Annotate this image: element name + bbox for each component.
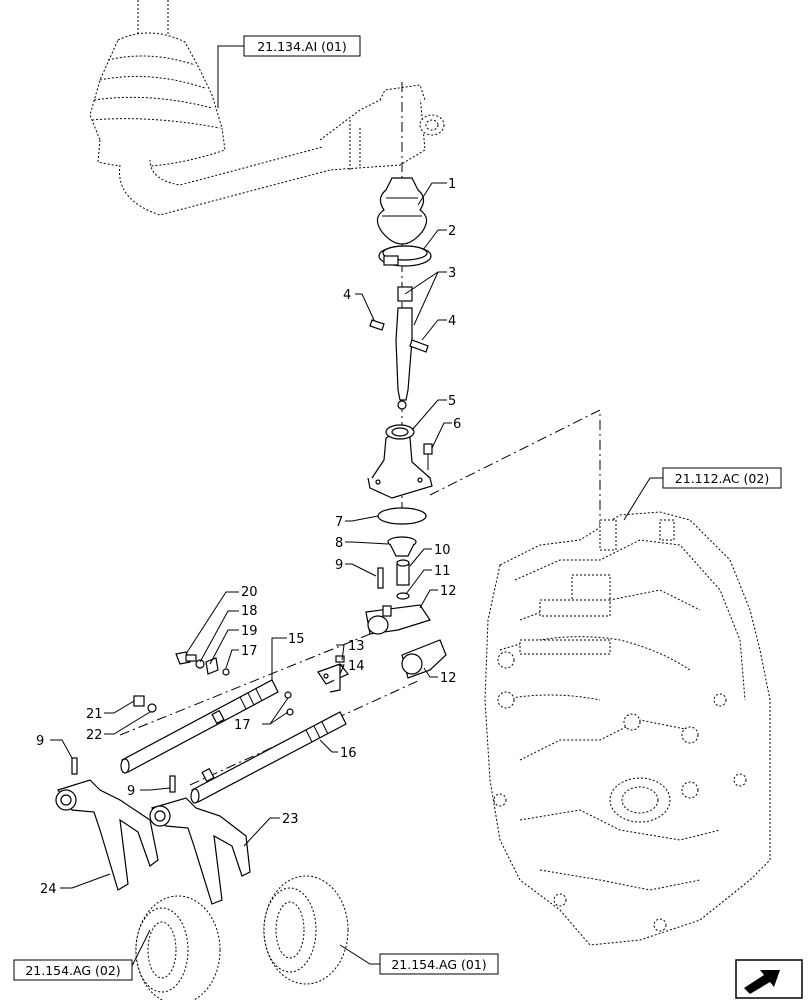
callout-9a: 9: [335, 558, 343, 573]
callout-12a: 12: [440, 584, 457, 599]
part-5-tower: [367, 424, 433, 499]
callout-19: 19: [241, 624, 258, 639]
callout-21: 21: [86, 707, 103, 722]
callout-3: 3: [448, 266, 456, 281]
callout-10: 10: [434, 543, 451, 558]
callout-6: 6: [453, 417, 461, 432]
ref-label-sync-right: 21.154.AG (01): [391, 957, 486, 972]
callout-2: 2: [448, 224, 456, 239]
callout-23: 23: [282, 812, 299, 827]
part-17-ball-b: [286, 708, 294, 716]
callout-9b: 9: [36, 734, 44, 749]
callout-18: 18: [241, 604, 258, 619]
ref-label-sync-left: 21.154.AG (02): [25, 963, 120, 978]
part-15-shift-rail: [120, 679, 279, 774]
ref-box-housing[interactable]: 21.112.AC (02): [662, 467, 782, 489]
gear-lever-assembly-ghost: [89, 0, 445, 216]
ref-label-lever: 21.134.AI (01): [257, 39, 347, 54]
callout-8: 8: [335, 536, 343, 551]
callout-4a: 4: [343, 288, 351, 303]
part-24-shift-fork: [55, 779, 159, 891]
part-1-boot: [376, 177, 428, 245]
part-9-pin-left: [71, 757, 78, 775]
callout-22: 22: [86, 728, 103, 743]
part-23-shift-fork: [149, 797, 251, 905]
ref-box-sync-left[interactable]: 21.154.AG (02): [13, 959, 133, 981]
parts-21-22-fasteners: [133, 695, 157, 713]
callout-labels: 1 2 3 4 4 5 6 7 8 9 10 11 12 12 13 14 15…: [36, 177, 461, 897]
part-3-lever-shaft: [369, 286, 429, 410]
callout-11: 11: [434, 564, 451, 579]
callout-20: 20: [241, 585, 258, 600]
part-13-14-bracket: [317, 655, 349, 693]
callout-17a: 17: [241, 644, 258, 659]
arrow-out-icon[interactable]: [735, 959, 803, 999]
callout-7: 7: [335, 515, 343, 530]
callout-12b: 12: [440, 671, 457, 686]
callout-9c: 9: [127, 784, 135, 799]
ref-box-lever[interactable]: 21.134.AI (01): [243, 35, 361, 57]
callout-1: 1: [448, 177, 456, 192]
ref-box-sync-right[interactable]: 21.154.AG (01): [379, 953, 499, 975]
callout-17b: 17: [234, 718, 251, 733]
part-11-snap-ring: [396, 592, 410, 600]
part-12-selector-upper: [365, 604, 431, 635]
parts-20-17-fasteners: [175, 651, 230, 676]
transmission-housing-ghost: [484, 511, 771, 946]
part-8-spring-cone: [387, 536, 417, 557]
callout-15: 15: [288, 632, 305, 647]
part-9-pin-right: [169, 775, 176, 793]
part-17-ball-a: [284, 691, 292, 699]
callout-14: 14: [348, 659, 365, 674]
part-6-bolt: [423, 443, 433, 470]
callout-13: 13: [348, 639, 365, 654]
shaft-axis-upper: [119, 629, 381, 736]
part-2-clamp: [378, 245, 432, 267]
housing-axis: [429, 409, 601, 530]
callout-24: 24: [40, 882, 57, 897]
synchronizer-left-ghost: [135, 895, 221, 1000]
callout-16: 16: [340, 746, 357, 761]
ref-label-housing: 21.112.AC (02): [675, 471, 769, 486]
callout-4b: 4: [448, 314, 456, 329]
part-16-shift-rail: [190, 711, 347, 804]
part-7-o-ring: [377, 507, 427, 525]
synchronizer-right-ghost: [263, 875, 349, 985]
callout-5: 5: [448, 394, 456, 409]
part-12-selector-lower: [401, 639, 447, 679]
part-10-sleeve: [396, 559, 410, 586]
part-9-pin-upper: [377, 567, 384, 589]
